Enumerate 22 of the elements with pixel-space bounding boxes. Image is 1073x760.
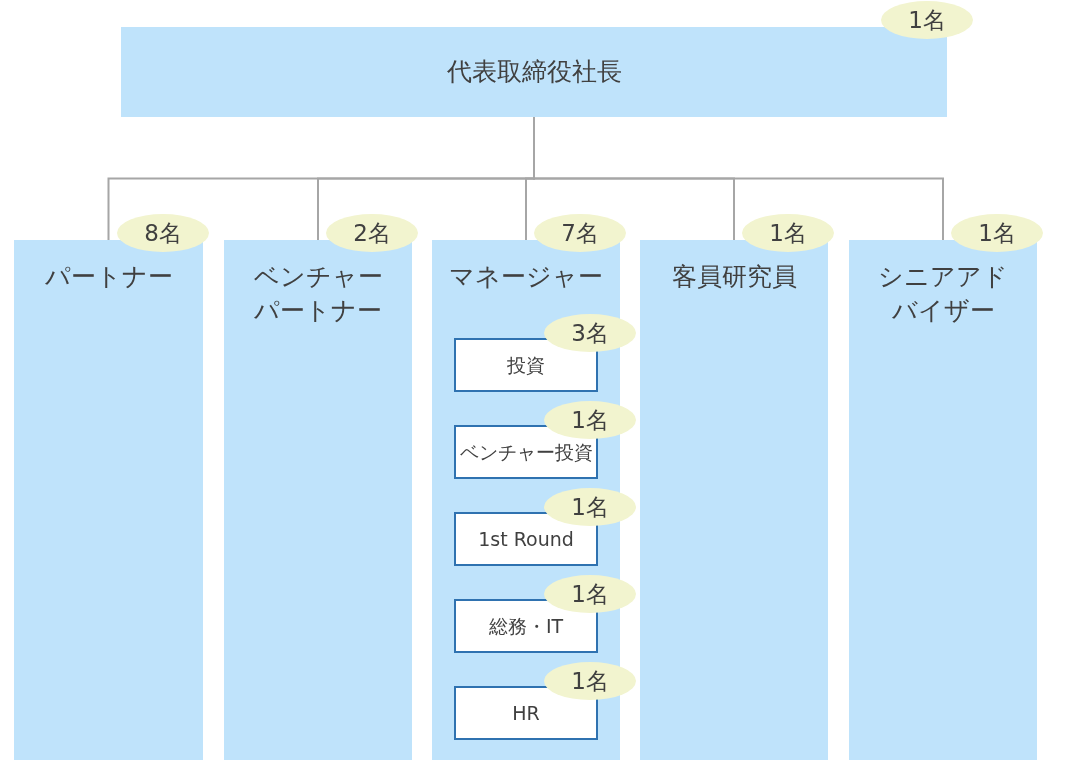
count-badge: 1名	[881, 1, 973, 39]
node-title: パートナー	[44, 261, 173, 293]
count-badge: 1名	[951, 214, 1043, 252]
count-badge: 1名	[742, 214, 834, 252]
count-badge: 1名	[544, 401, 636, 439]
count-badge: 2名	[326, 214, 418, 252]
node-label: ベンチャー投資	[459, 441, 593, 463]
count-badge: 8名	[117, 214, 209, 252]
count-badge: 1名	[544, 575, 636, 613]
node-title: シニアアドバイザー	[877, 261, 1009, 327]
node-title: 代表取締役社長	[446, 56, 622, 88]
count-badge: 1名	[544, 662, 636, 700]
node-label: 投資	[507, 354, 545, 376]
node-title: ベンチャーパートナー	[253, 261, 383, 327]
node-title: マネージャー	[449, 261, 603, 293]
node-label: 1st Round	[478, 528, 574, 550]
node-title: 客員研究員	[671, 261, 797, 293]
node-label: HR	[512, 702, 540, 724]
count-badge: 3名	[544, 314, 636, 352]
count-badge: 7名	[534, 214, 626, 252]
node-label: 総務・IT	[488, 615, 564, 637]
count-badge: 1名	[544, 488, 636, 526]
